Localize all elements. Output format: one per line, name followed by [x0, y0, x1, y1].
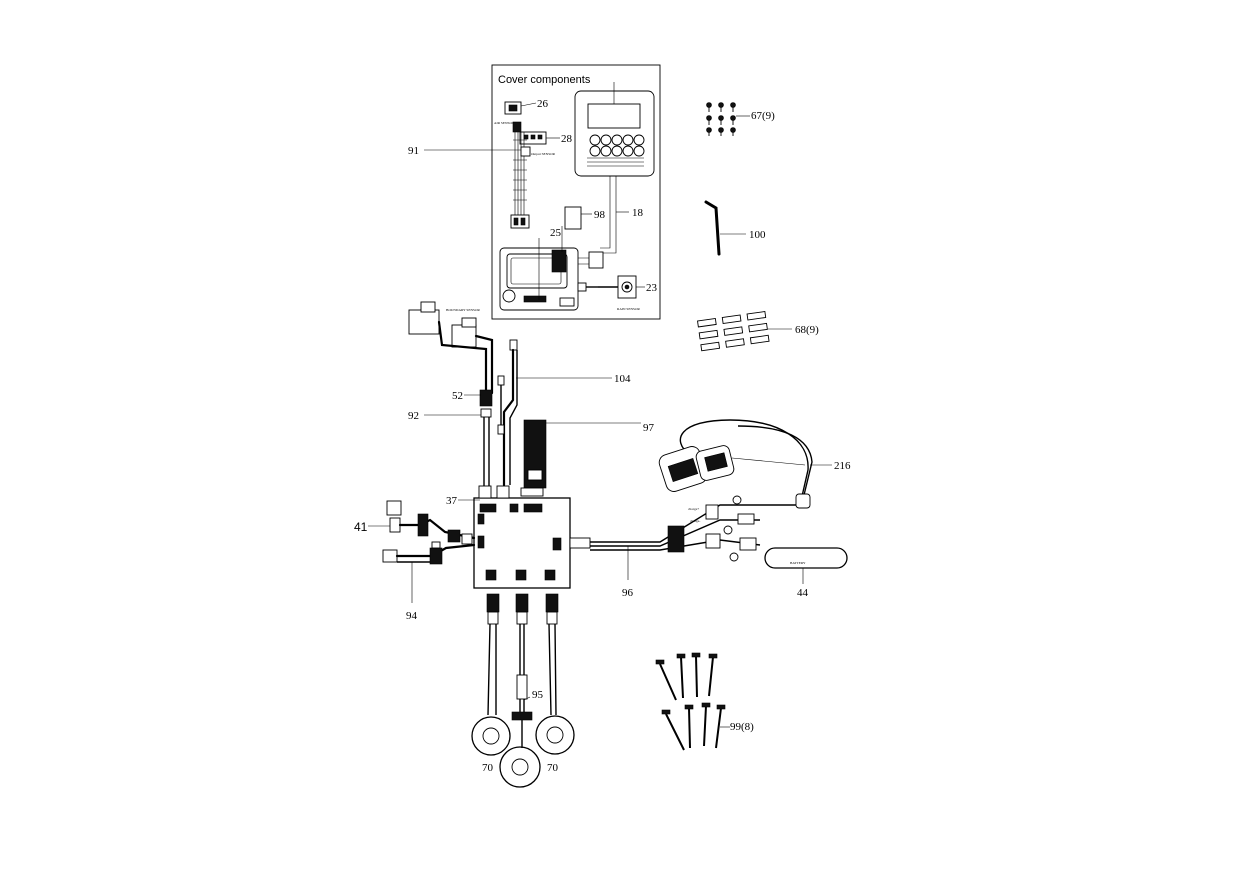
part-95-center-sensor — [499, 593, 541, 788]
label-25: 25 — [550, 227, 562, 239]
part-18-ribbon — [600, 176, 617, 254]
part-41-harness — [386, 500, 476, 545]
part-25-pcb — [499, 226, 604, 311]
label-37: 37 — [446, 495, 458, 507]
part-92-boundary-harness — [408, 301, 494, 490]
part-44-battery — [764, 547, 848, 584]
label-91: 91 — [408, 145, 419, 157]
cover-components-group: Cover components 26 AIR SENSOR 28 — [408, 64, 661, 320]
label-23: 23 — [646, 282, 658, 294]
part-70-right-sensor — [535, 593, 575, 755]
label-44: 44 — [797, 587, 809, 599]
cover-components-title: Cover components — [498, 74, 591, 86]
label-41: 41 — [354, 520, 368, 534]
boundary-sensor-text: BOUNDARY SENSOR — [446, 308, 480, 312]
charge-minus-text: charge- — [690, 519, 701, 523]
charge-plus-text: charge+ — [688, 507, 699, 511]
part-91-harness — [510, 121, 531, 229]
part-100-allen-key — [704, 200, 721, 256]
part-26-sensor — [504, 101, 537, 115]
label-52: 52 — [452, 390, 463, 402]
label-70-left: 70 — [482, 762, 494, 774]
part-67-screws — [706, 102, 750, 136]
label-28: 28 — [561, 133, 573, 145]
label-96: 96 — [622, 587, 634, 599]
label-98: 98 — [594, 209, 606, 221]
label-18: 18 — [632, 207, 644, 219]
part-96-harness — [569, 495, 800, 580]
part-98 — [564, 206, 582, 230]
output-sensor-text: Output SENSOR — [531, 152, 556, 156]
cover-components-frame — [491, 64, 661, 320]
part-28-connector — [519, 131, 560, 145]
part-97-harness — [520, 419, 547, 497]
label-70-right: 70 — [547, 762, 559, 774]
battery-text: BATTERY — [790, 561, 806, 565]
rain-sensor-text: RAIN SENSOR — [617, 307, 641, 311]
label-26: 26 — [537, 98, 549, 110]
label-97: 97 — [643, 422, 655, 434]
keypad-panel — [574, 82, 655, 177]
part-104-harness — [497, 339, 518, 487]
label-94: 94 — [406, 610, 418, 622]
label-99: 99(8) — [730, 721, 754, 733]
label-100: 100 — [749, 229, 766, 241]
label-68: 68(9) — [795, 324, 819, 336]
label-95: 95 — [532, 689, 544, 701]
part-70-left-sensor — [471, 593, 511, 756]
part-94-harness — [382, 541, 476, 603]
part-23-switch — [577, 275, 645, 299]
label-104: 104 — [614, 373, 631, 385]
part-37-control-box — [473, 485, 571, 589]
label-216: 216 — [834, 460, 851, 472]
label-92: 92 — [408, 410, 419, 422]
label-67: 67(9) — [751, 110, 775, 122]
part-99-long-screws — [655, 652, 730, 751]
part-68-clips — [697, 311, 792, 352]
air-sensor-text: AIR SENSOR — [494, 121, 515, 125]
part-216-charging-cable — [658, 419, 813, 509]
